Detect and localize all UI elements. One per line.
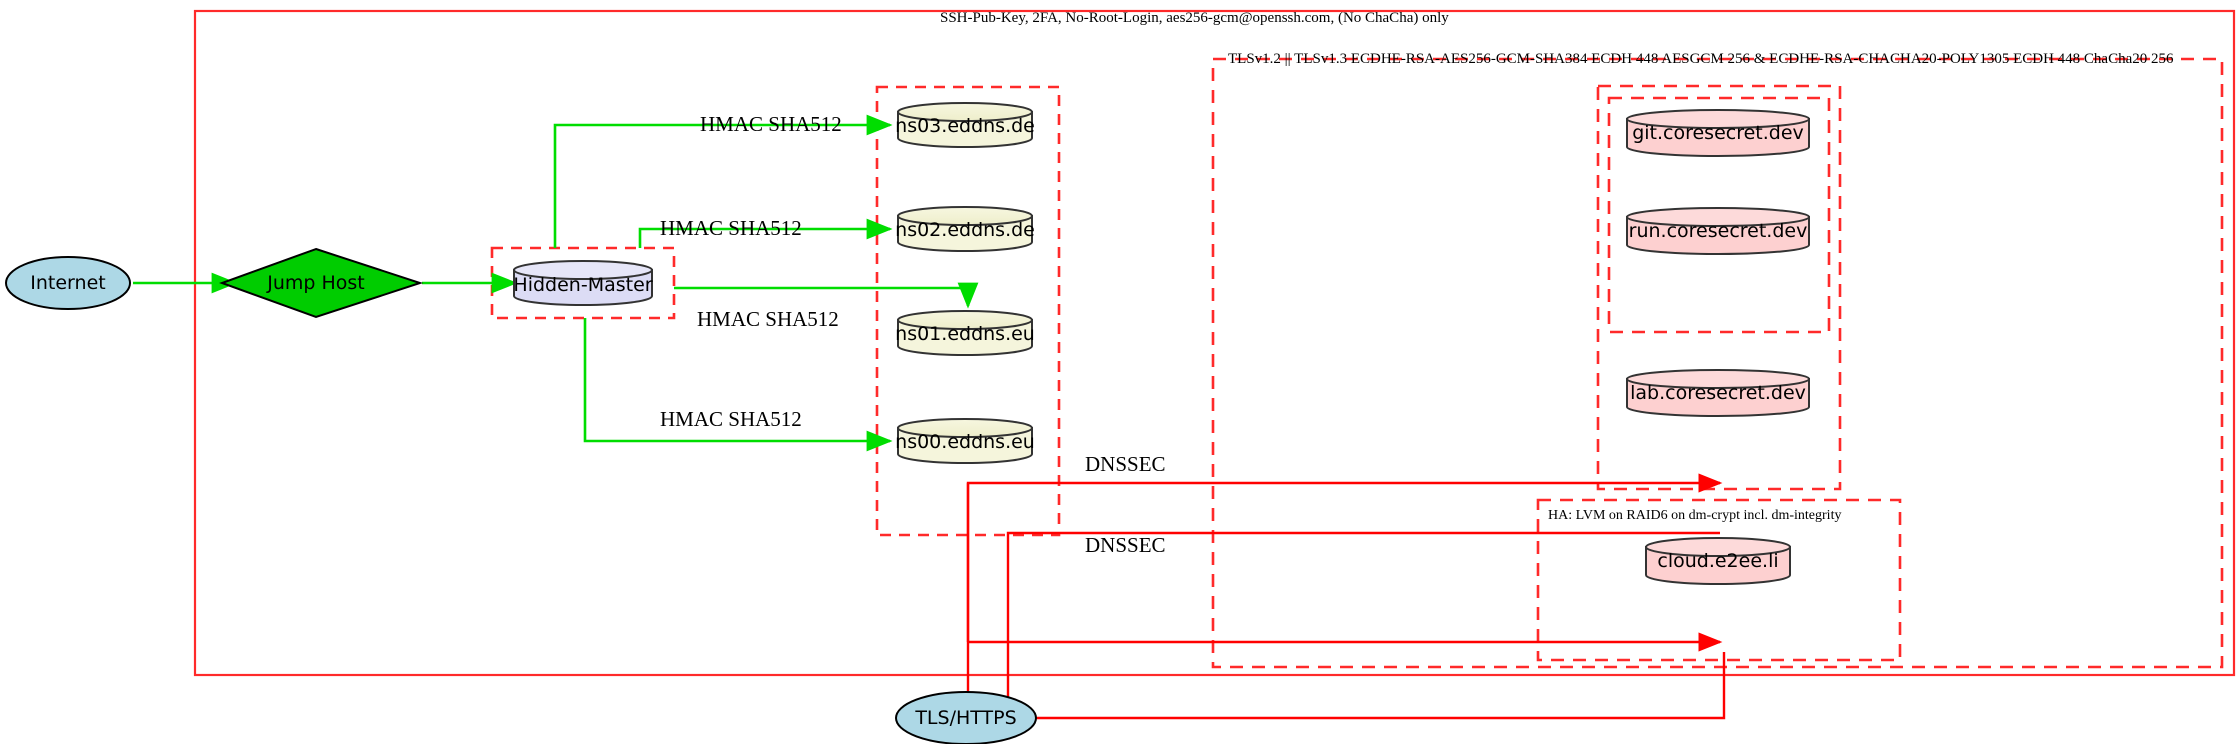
edge-label-dnssec-lower: DNSSEC [1085,533,1166,557]
node-lab-shape [1626,369,1810,417]
node-git-shape [1626,109,1810,157]
cluster-coresecret-outer [1596,84,1842,491]
edge-hiddenmaster-ns01 [674,282,979,309]
cluster-label-outer-ssh: SSH-Pub-Key, 2FA, No-Root-Login, aes256-… [940,10,1449,26]
cluster-label-ha: HA: LVM on RAID6 on dm-crypt incl. dm-in… [1548,508,1842,523]
edge-dnssec-upper [966,473,1723,642]
node-cloud-shape [1645,537,1791,585]
node-ns02-shape [897,206,1033,252]
edge-label-dnssec-upper: DNSSEC [1085,452,1166,476]
node-run-shape [1626,207,1810,255]
cluster-coresecret-inner [1607,96,1831,334]
edge-hiddenmaster-ns03 [553,114,893,248]
edge-label-hmac-ns01: HMAC SHA512 [697,307,839,331]
edge-label-hmac-ns02: HMAC SHA512 [660,216,802,240]
cluster-tls [1211,57,2224,669]
node-jumphost-shape [219,247,424,319]
cluster-dns-servers [875,85,1061,537]
node-tls-https-shape [895,691,1037,744]
edge-label-hmac-ns00: HMAC SHA512 [660,407,802,431]
node-ns01-shape [897,310,1033,356]
edge-label-hmac-ns03: HMAC SHA512 [700,112,842,136]
edge-dnssec-lower-route [1006,531,1720,700]
cluster-hidden-master [490,246,676,320]
cluster-label-tls: TLSv1.2 || TLSv1.3 ECDHE-RSA-AES256-GCM-… [1228,51,2174,67]
edge-hiddenmaster-ns02-line [638,218,893,248]
edge-tlshttps-to-right [1036,652,1726,720]
node-ns00-shape [897,418,1033,464]
cluster-outer-ssh [193,9,2236,677]
node-internet-shape [5,256,131,310]
cluster-ha [1536,498,1902,662]
edge-hiddenmaster-ns00 [583,318,893,452]
node-ns03-shape [897,102,1033,148]
node-hidden-master-shape [513,260,653,306]
